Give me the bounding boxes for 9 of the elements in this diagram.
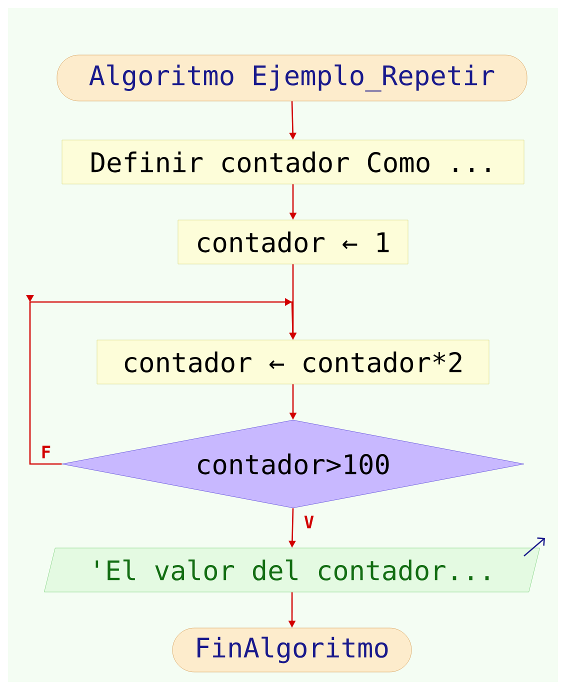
terminal-box: Algoritmo Ejemplo_Repetir <box>56 54 528 102</box>
process-box: Definir contador Como ... <box>62 140 524 184</box>
terminal-box: FinAlgoritmo <box>172 628 412 672</box>
process-box: contador ← 1 <box>178 220 408 264</box>
process-box: contador ← contador*2 <box>96 340 490 384</box>
edge-label: F <box>42 446 50 458</box>
arrow <box>26 295 296 465</box>
edge-label: V <box>304 516 314 528</box>
output-parallelogram: 'El valor del contador... <box>44 548 540 592</box>
